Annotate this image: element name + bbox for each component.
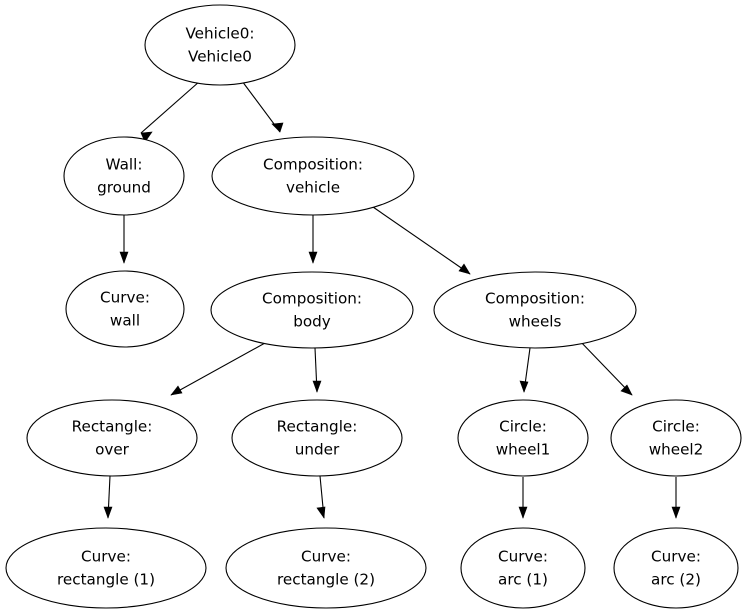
node-label-type: Curve:	[81, 548, 131, 566]
graph-edge	[140, 80, 201, 143]
edge-line	[241, 80, 281, 133]
graph-node-composition_wheels[interactable]: Composition: wheels	[433, 271, 637, 349]
arrowhead-icon	[620, 384, 633, 396]
node-label-type: Wall:	[106, 156, 143, 174]
graph-node-curve_rectangle_1[interactable]: Curve: rectangle (1)	[5, 527, 207, 609]
node-ellipse[interactable]	[225, 527, 427, 609]
node-label-name: vehicle	[286, 179, 340, 197]
node-label-type: Composition:	[263, 156, 363, 174]
node-ellipse[interactable]	[457, 399, 589, 477]
graph-edge	[372, 206, 471, 275]
node-label-name: under	[295, 441, 340, 459]
graph-edge	[119, 215, 129, 264]
graph-edge	[312, 347, 322, 393]
graph-edge	[170, 342, 266, 396]
node-ellipse[interactable]	[610, 399, 742, 477]
node-ellipse[interactable]	[231, 399, 403, 477]
node-ellipse[interactable]	[26, 399, 198, 477]
arrowhead-icon	[671, 506, 681, 519]
arrowhead-icon	[271, 122, 284, 133]
edge-line	[372, 206, 471, 275]
arrowhead-icon	[119, 251, 129, 264]
node-label-name: ground	[97, 179, 151, 197]
graph-node-rectangle_over[interactable]: Rectangle: over	[26, 399, 198, 477]
graph-node-circle_wheel1[interactable]: Circle: wheel1	[457, 399, 589, 477]
node-label-name: wheel2	[649, 441, 704, 459]
arrowhead-icon	[103, 506, 113, 519]
edges-layer	[103, 80, 681, 519]
graph-node-curve_rectangle_2[interactable]: Curve: rectangle (2)	[225, 527, 427, 609]
node-label-name: wheels	[509, 313, 562, 331]
node-ellipse[interactable]	[65, 270, 185, 348]
nodes-layer: Vehicle0:Vehicle0Wall:groundComposition:…	[5, 4, 742, 609]
node-label-type: Composition:	[262, 290, 362, 308]
arrowhead-icon	[170, 385, 183, 396]
node-label-type: Composition:	[485, 290, 585, 308]
graph-edge	[103, 475, 113, 519]
edge-line	[577, 338, 633, 396]
node-ellipse[interactable]	[210, 271, 414, 349]
node-label-name: wheel1	[496, 441, 551, 459]
node-ellipse[interactable]	[211, 136, 415, 216]
node-label-name: rectangle (1)	[57, 571, 155, 589]
node-label-type: Curve:	[651, 548, 701, 566]
graph-edge	[316, 475, 326, 519]
node-label-type: Curve:	[301, 548, 351, 566]
graph-node-composition_vehicle[interactable]: Composition: vehicle	[211, 136, 415, 216]
node-label-name: wall	[110, 312, 140, 330]
graph-edge	[519, 347, 531, 393]
graph-edge	[577, 338, 633, 396]
edge-line	[140, 80, 201, 134]
node-label-name: rectangle (2)	[277, 571, 375, 589]
graph-node-vehicle0[interactable]: Vehicle0: Vehicle0	[144, 4, 296, 86]
edge-line	[170, 342, 266, 396]
node-label-type: Rectangle:	[72, 418, 153, 436]
arrowhead-icon	[518, 506, 528, 519]
arrowhead-icon	[312, 380, 322, 393]
node-ellipse[interactable]	[613, 527, 739, 609]
graph-node-curve_arc_1[interactable]: Curve: arc (1)	[460, 527, 586, 609]
graph-node-rectangle_under[interactable]: Rectangle: under	[231, 399, 403, 477]
node-label-name: arc (2)	[651, 571, 701, 589]
node-ellipse[interactable]	[63, 136, 185, 216]
node-label-type: Circle:	[499, 418, 547, 436]
graph-edge	[671, 477, 681, 519]
node-label-type: Vehicle0:	[185, 25, 254, 43]
graph-edge	[308, 215, 318, 264]
node-label-name: arc (1)	[498, 571, 548, 589]
node-ellipse[interactable]	[5, 527, 207, 609]
graph-edge	[518, 477, 528, 519]
arrowhead-icon	[519, 380, 529, 393]
graph-node-curve_arc_2[interactable]: Curve: arc (2)	[613, 527, 739, 609]
node-label-type: Curve:	[100, 289, 150, 307]
node-label-name: Vehicle0	[188, 48, 252, 66]
node-label-type: Rectangle:	[277, 418, 358, 436]
node-ellipse[interactable]	[144, 4, 296, 86]
graph-node-composition_body[interactable]: Composition: body	[210, 271, 414, 349]
node-ellipse[interactable]	[433, 271, 637, 349]
arrowhead-icon	[316, 506, 326, 519]
node-ellipse[interactable]	[460, 527, 586, 609]
graph-edge	[241, 80, 284, 133]
arrowhead-icon	[308, 251, 318, 264]
graph-node-curve_wall[interactable]: Curve: wall	[65, 270, 185, 348]
node-label-type: Circle:	[652, 418, 700, 436]
arrowhead-icon	[458, 263, 471, 275]
node-label-name: over	[95, 441, 130, 459]
graph-node-wall_ground[interactable]: Wall: ground	[63, 136, 185, 216]
graph-node-circle_wheel2[interactable]: Circle: wheel2	[610, 399, 742, 477]
arrowhead-icon	[140, 131, 153, 143]
node-label-type: Curve:	[498, 548, 548, 566]
node-label-name: body	[293, 313, 331, 331]
